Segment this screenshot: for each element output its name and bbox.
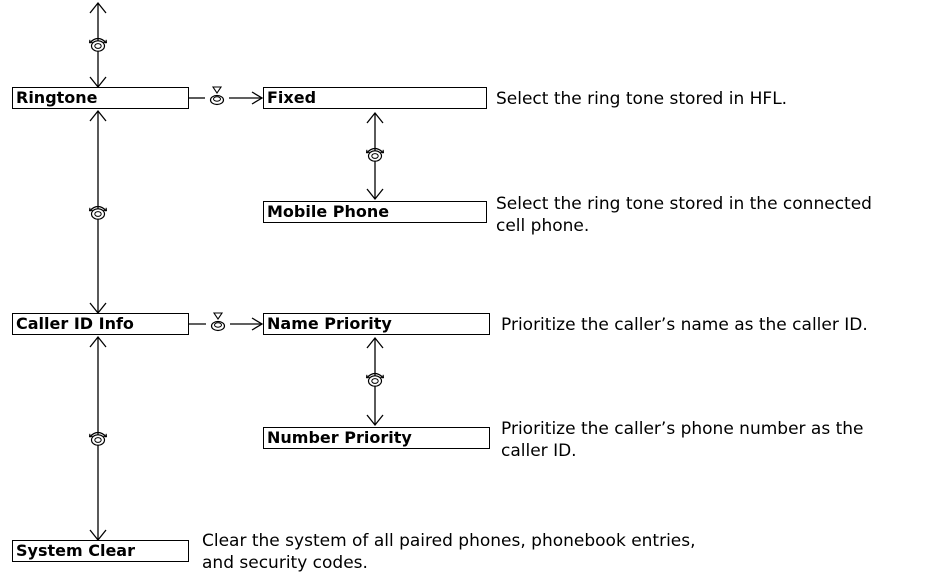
description-number-priority-line1: Prioritize the caller’s phone number as … <box>501 419 864 439</box>
description-name-priority: Prioritize the caller’s name as the call… <box>501 314 868 336</box>
option-name-priority-label: Name Priority <box>267 314 392 333</box>
description-fixed-text: Select the ring tone stored in HFL. <box>496 89 788 109</box>
description-fixed: Select the ring tone stored in HFL. <box>496 88 787 110</box>
option-number-priority[interactable]: Number Priority <box>263 427 490 449</box>
description-mobile-phone-line2: cell phone. <box>496 216 590 236</box>
option-name-priority[interactable]: Name Priority <box>263 313 490 335</box>
menu-item-system-clear-label: System Clear <box>16 541 135 560</box>
menu-item-caller-id-info-label: Caller ID Info <box>16 314 134 333</box>
description-system-clear-line2: and security codes. <box>202 553 368 573</box>
rotate-knob-icon <box>88 37 108 52</box>
option-fixed-label: Fixed <box>267 88 317 107</box>
description-name-priority-text: Prioritize the caller’s name as the call… <box>501 315 868 335</box>
press-knob-icon <box>209 86 225 106</box>
press-knob-icon <box>210 312 226 332</box>
option-mobile-phone-label: Mobile Phone <box>267 202 390 221</box>
description-number-priority: Prioritize the caller’s phone number as … <box>501 418 864 462</box>
description-mobile-phone-line1: Select the ring tone stored in the conne… <box>496 194 872 214</box>
option-fixed[interactable]: Fixed <box>263 87 487 109</box>
menu-item-ringtone-label: Ringtone <box>16 88 98 107</box>
option-mobile-phone[interactable]: Mobile Phone <box>263 201 487 223</box>
menu-item-caller-id-info[interactable]: Caller ID Info <box>12 313 189 335</box>
description-system-clear: Clear the system of all paired phones, p… <box>202 530 696 574</box>
menu-item-ringtone[interactable]: Ringtone <box>12 87 189 109</box>
option-number-priority-label: Number Priority <box>267 428 412 447</box>
description-mobile-phone: Select the ring tone stored in the conne… <box>496 193 872 237</box>
rotate-knob-icon <box>365 372 385 387</box>
description-system-clear-line1: Clear the system of all paired phones, p… <box>202 531 696 551</box>
rotate-knob-icon <box>365 147 385 162</box>
description-number-priority-line2: caller ID. <box>501 441 577 461</box>
rotate-knob-icon <box>88 431 108 446</box>
menu-item-system-clear[interactable]: System Clear <box>12 540 189 562</box>
rotate-knob-icon <box>88 205 108 220</box>
